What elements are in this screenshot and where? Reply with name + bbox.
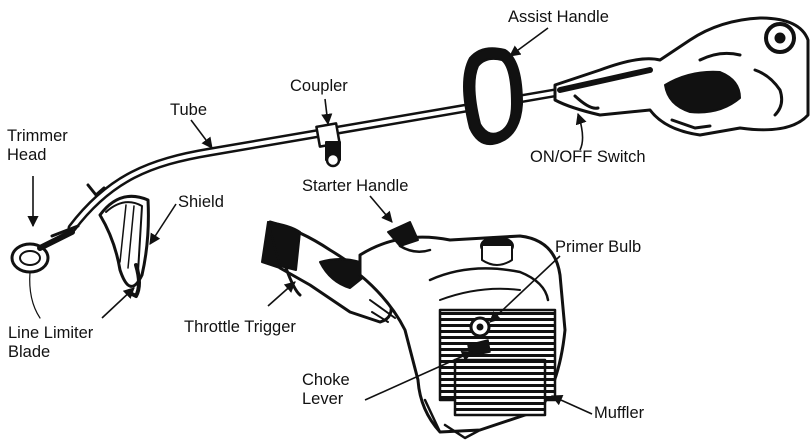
- label-trimmer-head-line1: Trimmer: [7, 127, 68, 145]
- leader-assist-handle: [509, 27, 549, 57]
- label-primer-bulb: Primer Bulb: [555, 238, 642, 256]
- leader-muffler: [550, 395, 593, 415]
- label-on-off-switch: ON/OFF Switch: [530, 148, 646, 166]
- label-trimmer-head-line2: Head: [7, 146, 47, 164]
- leader-primer-bulb: [489, 255, 561, 323]
- leader-lines: [27, 27, 593, 415]
- label-choke-lever: Choke Lever: [302, 371, 350, 409]
- label-assist-handle: Assist Handle: [508, 8, 609, 26]
- leader-starter-handle: [369, 195, 393, 223]
- leader-line-limiter-blade: [101, 287, 135, 319]
- coupler-shape: [315, 122, 341, 168]
- leader-choke-lever: [364, 351, 474, 401]
- label-line-limiter-blade-line1: Line Limiter: [8, 324, 94, 342]
- label-shield: Shield: [178, 193, 224, 211]
- label-line-limiter-blade-line2: Blade: [8, 343, 51, 361]
- leader-on-off-switch: [575, 112, 587, 151]
- leader-coupler: [321, 98, 333, 126]
- trimmer-head-shape: [10, 224, 80, 319]
- label-choke-lever-line2: Lever: [302, 390, 344, 408]
- label-line-limiter-blade: Line Limiter Blade: [8, 324, 93, 362]
- label-starter-handle: Starter Handle: [302, 177, 409, 195]
- engine-housing-shape: [553, 16, 810, 137]
- label-muffler: Muffler: [594, 404, 645, 422]
- label-throttle-trigger: Throttle Trigger: [184, 318, 296, 336]
- trimmer-drawing: [10, 16, 810, 440]
- leader-tube: [190, 119, 213, 149]
- label-choke-lever-line1: Choke: [302, 371, 350, 389]
- engine-drawing: [261, 220, 567, 440]
- leader-shield: [149, 203, 177, 245]
- label-tube: Tube: [170, 101, 207, 119]
- leader-throttle-trigger: [267, 281, 296, 307]
- shield-shape: [86, 183, 150, 298]
- label-coupler: Coupler: [290, 77, 348, 95]
- label-trimmer-head: Trimmer Head: [7, 127, 68, 165]
- assist-handle-shape: [463, 47, 523, 146]
